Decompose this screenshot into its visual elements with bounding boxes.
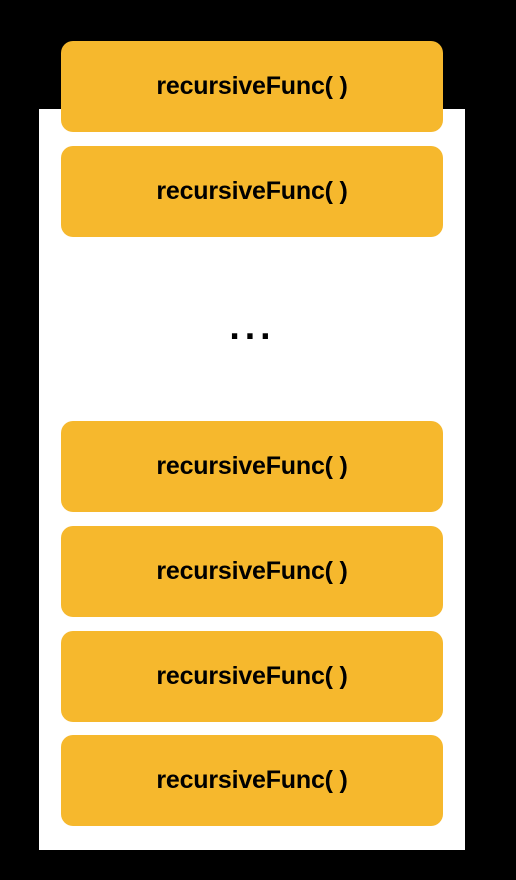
ellipsis: ... — [228, 312, 276, 347]
stack-frame: recursiveFunc( ) — [61, 526, 443, 617]
stack-frame: recursiveFunc( ) — [61, 421, 443, 512]
stack-frame-label: recursiveFunc( ) — [156, 662, 348, 690]
stack-frame: recursiveFunc( ) — [61, 735, 443, 826]
stack-frame-label: recursiveFunc( ) — [156, 452, 348, 480]
stack-frame-label: recursiveFunc( ) — [156, 766, 348, 794]
stack-frame-label: recursiveFunc( ) — [156, 557, 348, 585]
stack-frame-label: recursiveFunc( ) — [156, 72, 348, 100]
stack-frame: recursiveFunc( ) — [61, 41, 443, 132]
stack-frame-label: recursiveFunc( ) — [156, 177, 348, 205]
stack-frame: recursiveFunc( ) — [61, 631, 443, 722]
stack-frame: recursiveFunc( ) — [61, 146, 443, 237]
